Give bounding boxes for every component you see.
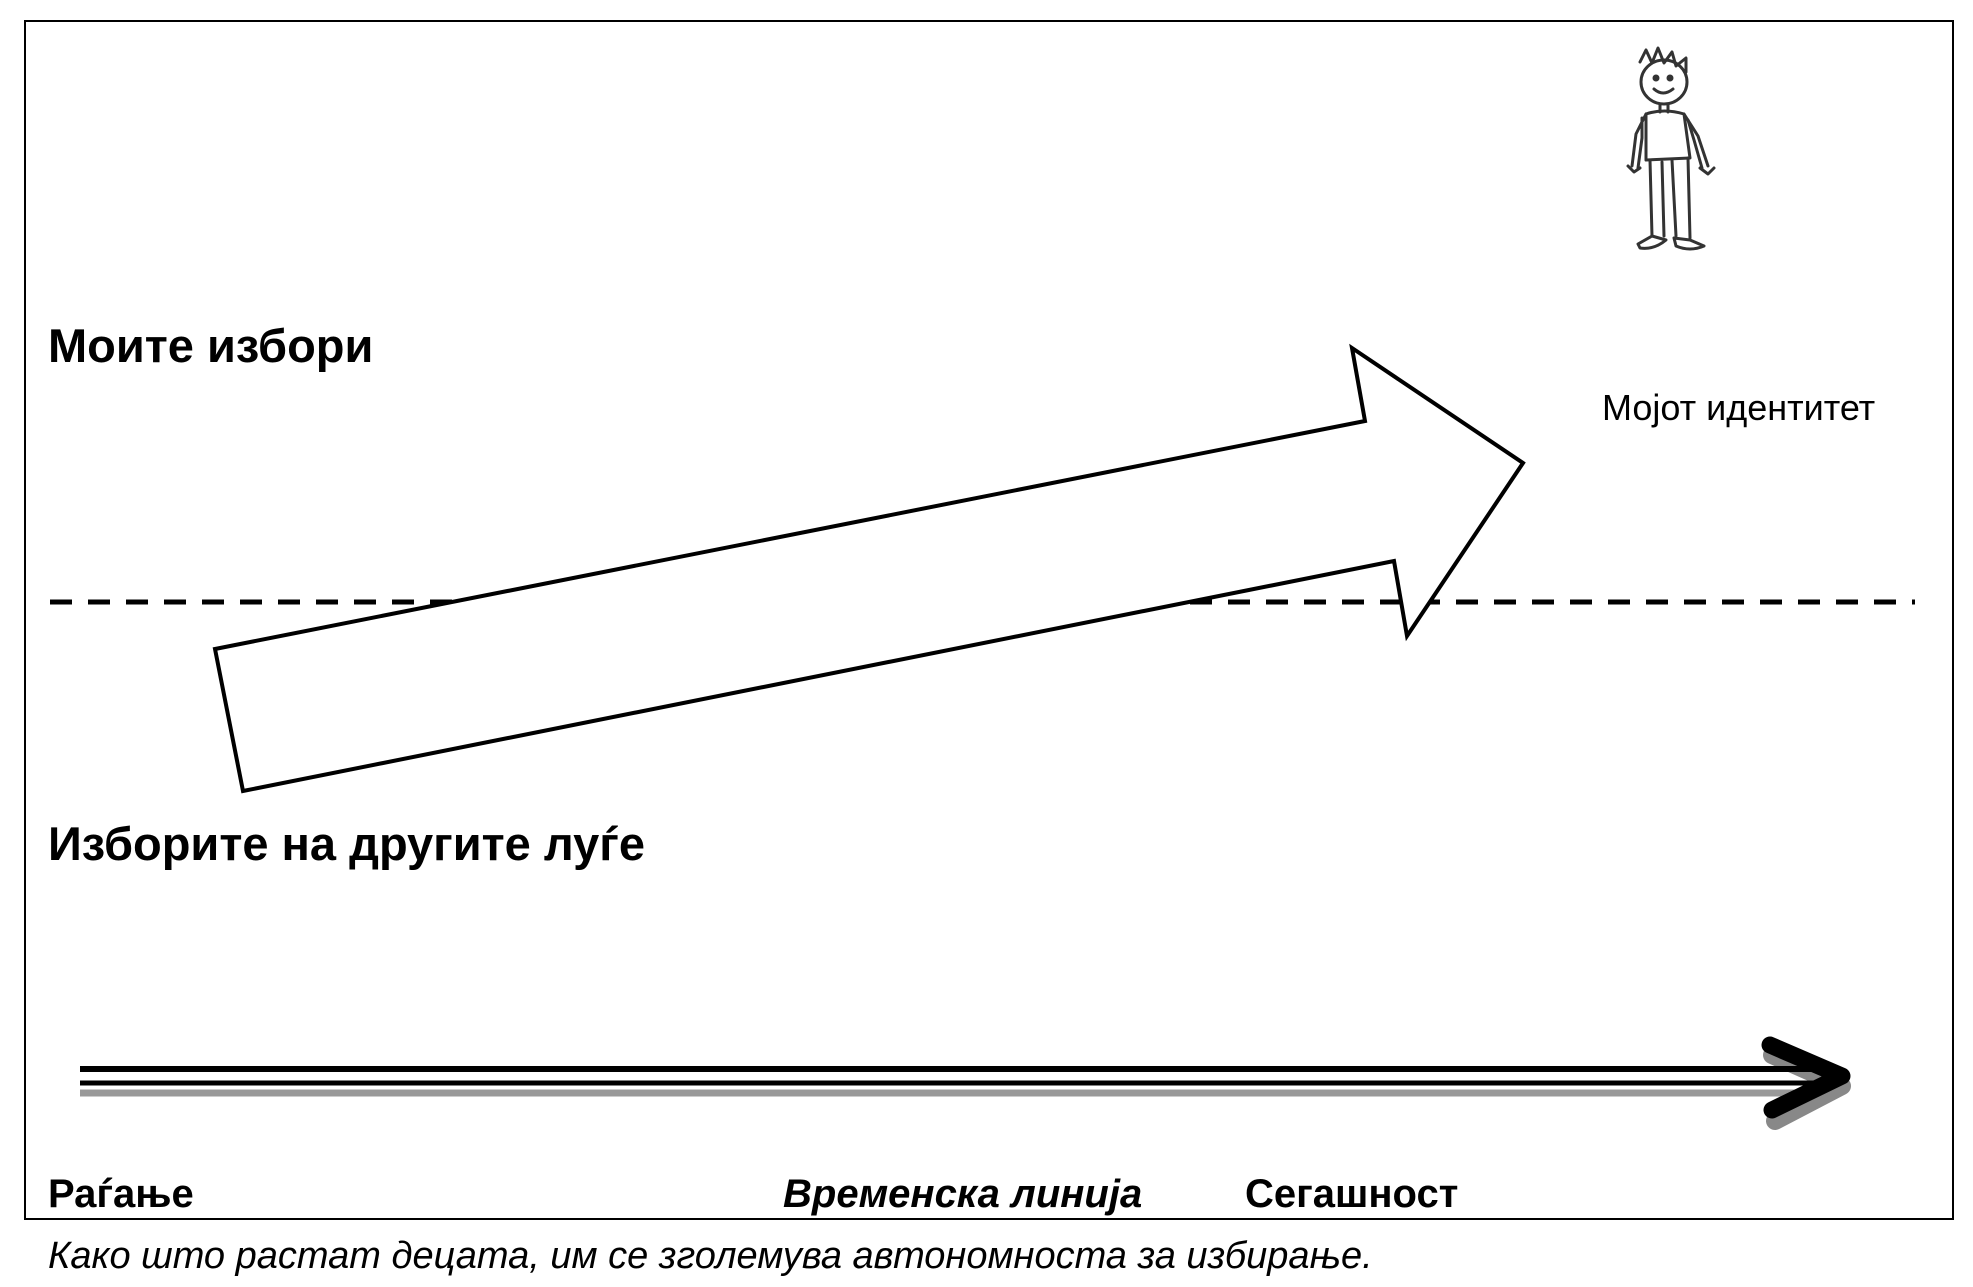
timeline-arrow-icon: [80, 1036, 1851, 1130]
my-identity-label: Мојот идентитет: [1602, 387, 1876, 428]
birth-label: Раѓање: [48, 1172, 194, 1216]
timeline-label: Временска линија: [783, 1172, 1143, 1216]
growth-arrow-icon: [212, 343, 1526, 794]
diagram-frame: [24, 20, 1954, 1220]
my-choices-label: Моите избори: [48, 319, 374, 372]
figure-caption: Како што растат децата, им се зголемува …: [48, 1235, 1373, 1277]
child-figure-icon: [1626, 46, 1716, 251]
others-choices-label: Изборите на другите луѓе: [48, 817, 645, 870]
present-label: Сегашност: [1245, 1172, 1459, 1216]
